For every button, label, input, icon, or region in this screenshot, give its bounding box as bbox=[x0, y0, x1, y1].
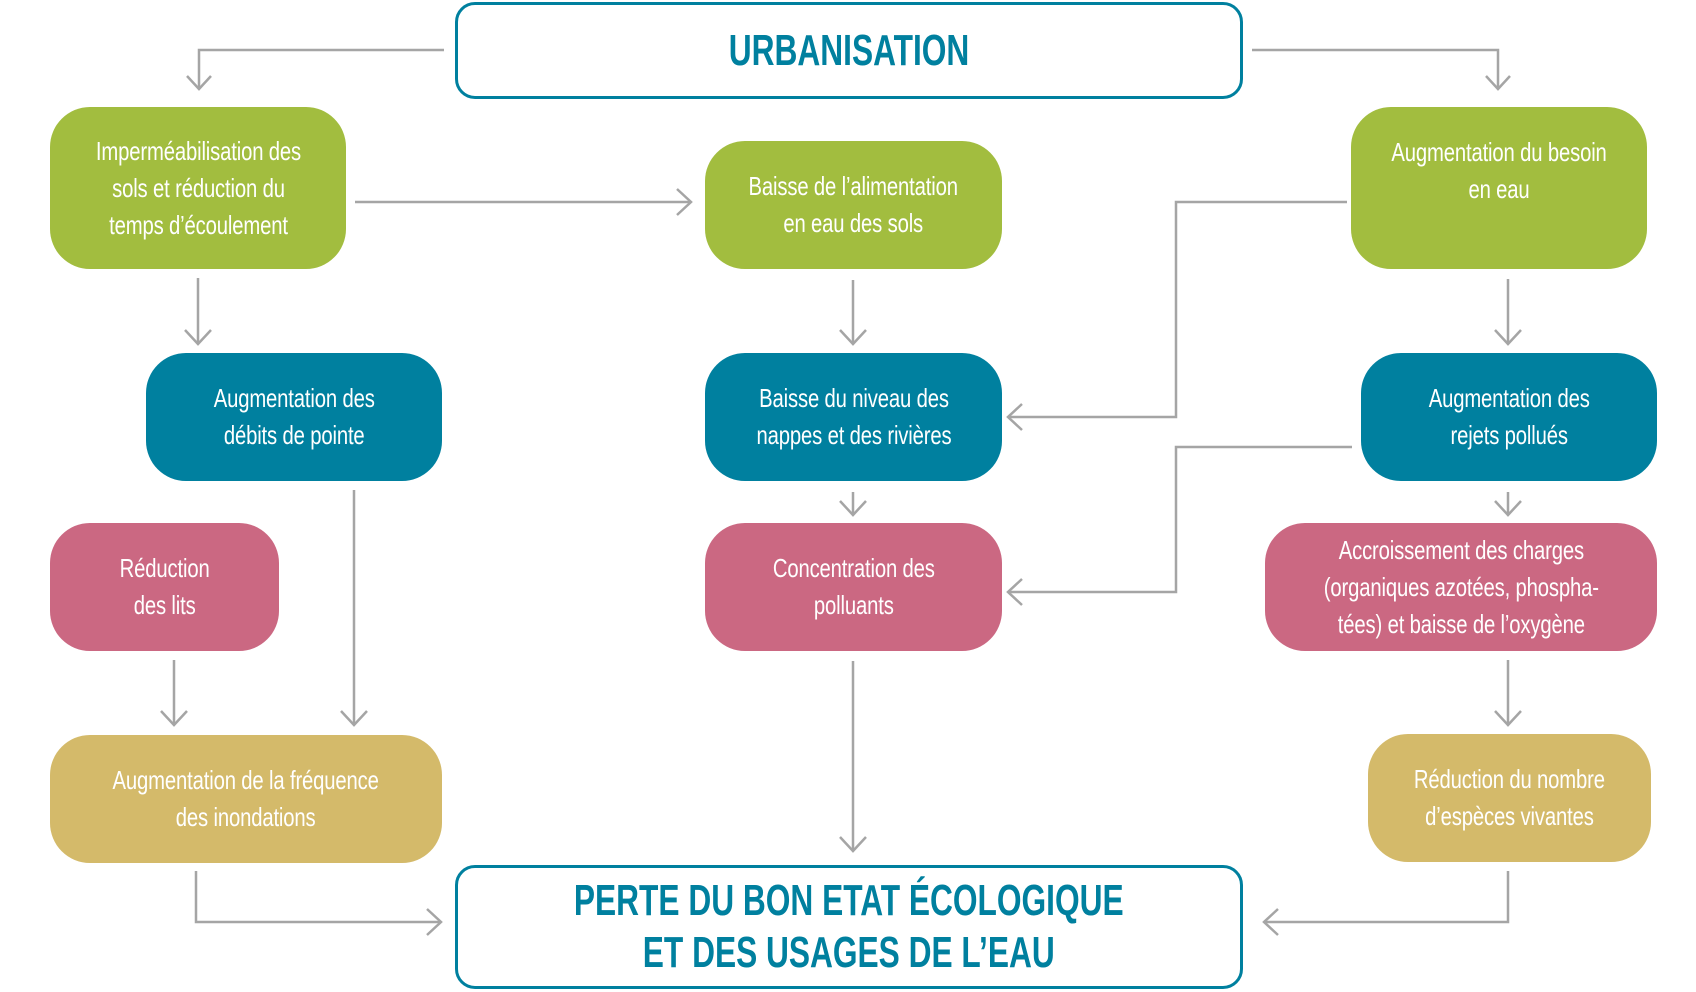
node-inondations-label: Augmentation de la fréquence des inondat… bbox=[112, 765, 380, 832]
perte-bon-etat-label: PERTE DU BON ETAT ÉCOLOGIQUE ET DES USAG… bbox=[574, 876, 1124, 977]
arrowhead-down-icon bbox=[1494, 329, 1522, 346]
arrowhead-left-icon bbox=[1262, 908, 1279, 936]
node-impermeabilisation: Imperméabilisation des sols et réduction… bbox=[50, 107, 346, 269]
node-concentration-polluants-label: Concentration des polluants bbox=[772, 553, 935, 620]
arrowhead-down-icon bbox=[1494, 500, 1522, 517]
node-reduction-lits: Réduction des lits bbox=[50, 523, 279, 651]
arrowhead-down-icon bbox=[1494, 710, 1522, 727]
arrowhead-down-icon bbox=[160, 710, 188, 727]
node-concentration-polluants: Concentration des polluants bbox=[705, 523, 1002, 651]
node-niveau-nappes-label: Baisse du niveau des nappes et des riviè… bbox=[756, 383, 951, 450]
node-especes-vivantes: Réduction du nombre d’espèces vivantes bbox=[1368, 734, 1651, 862]
arrowhead-down-icon bbox=[186, 75, 212, 91]
node-accroissement-charges: Accroissement des charges (organiques az… bbox=[1265, 523, 1657, 651]
arrowhead-down-icon bbox=[839, 836, 867, 853]
arrowhead-right-icon bbox=[676, 188, 693, 216]
connector-urbanisation-to-impermeabilisation bbox=[197, 48, 444, 88]
arrowhead-down-icon bbox=[184, 329, 212, 346]
node-impermeabilisation-label: Imperméabilisation des sols et réduction… bbox=[95, 135, 301, 240]
urbanisation-box: URBANISATION bbox=[455, 2, 1243, 99]
node-alimentation-sols-label: Baisse de l’alimentation en eau des sols bbox=[748, 171, 959, 238]
connector-inondations-to-perte bbox=[194, 871, 440, 924]
node-debits-pointe-label: Augmentation des débits de pointe bbox=[213, 383, 375, 450]
connector-besoin-to-nappes bbox=[1008, 200, 1347, 419]
arrowhead-down-icon bbox=[839, 500, 867, 517]
node-rejets-pollues: Augmentation des rejets pollués bbox=[1361, 353, 1657, 481]
connector-rejets-to-polluants bbox=[1008, 445, 1352, 594]
arrowhead-left-icon bbox=[1006, 403, 1023, 431]
node-debits-pointe: Augmentation des débits de pointe bbox=[146, 353, 442, 481]
node-besoin-eau: Augmentation du besoin en eau bbox=[1351, 107, 1647, 269]
node-reduction-lits-label: Réduction des lits bbox=[119, 553, 210, 620]
node-alimentation-sols: Baisse de l’alimentation en eau des sols bbox=[705, 141, 1002, 269]
arrowhead-down-icon bbox=[839, 329, 867, 346]
arrowhead-right-icon bbox=[426, 908, 443, 936]
perte-bon-etat-box: PERTE DU BON ETAT ÉCOLOGIQUE ET DES USAG… bbox=[455, 865, 1243, 989]
arrowhead-down-icon bbox=[1485, 75, 1511, 91]
arrowhead-left-icon bbox=[1006, 578, 1023, 606]
node-rejets-pollues-label: Augmentation des rejets pollués bbox=[1428, 383, 1590, 450]
node-besoin-eau-label: Augmentation du besoin en eau bbox=[1391, 137, 1607, 204]
connector-urbanisation-to-besoin bbox=[1252, 48, 1500, 88]
node-niveau-nappes: Baisse du niveau des nappes et des riviè… bbox=[705, 353, 1002, 481]
urbanisation-label: URBANISATION bbox=[728, 25, 970, 75]
arrowhead-down-icon bbox=[340, 710, 368, 727]
node-especes-vivantes-label: Réduction du nombre d’espèces vivantes bbox=[1414, 764, 1605, 831]
connector-especes-to-perte bbox=[1264, 871, 1510, 924]
node-accroissement-charges-label: Accroissement des charges (organiques az… bbox=[1323, 534, 1599, 639]
node-inondations: Augmentation de la fréquence des inondat… bbox=[50, 735, 442, 863]
